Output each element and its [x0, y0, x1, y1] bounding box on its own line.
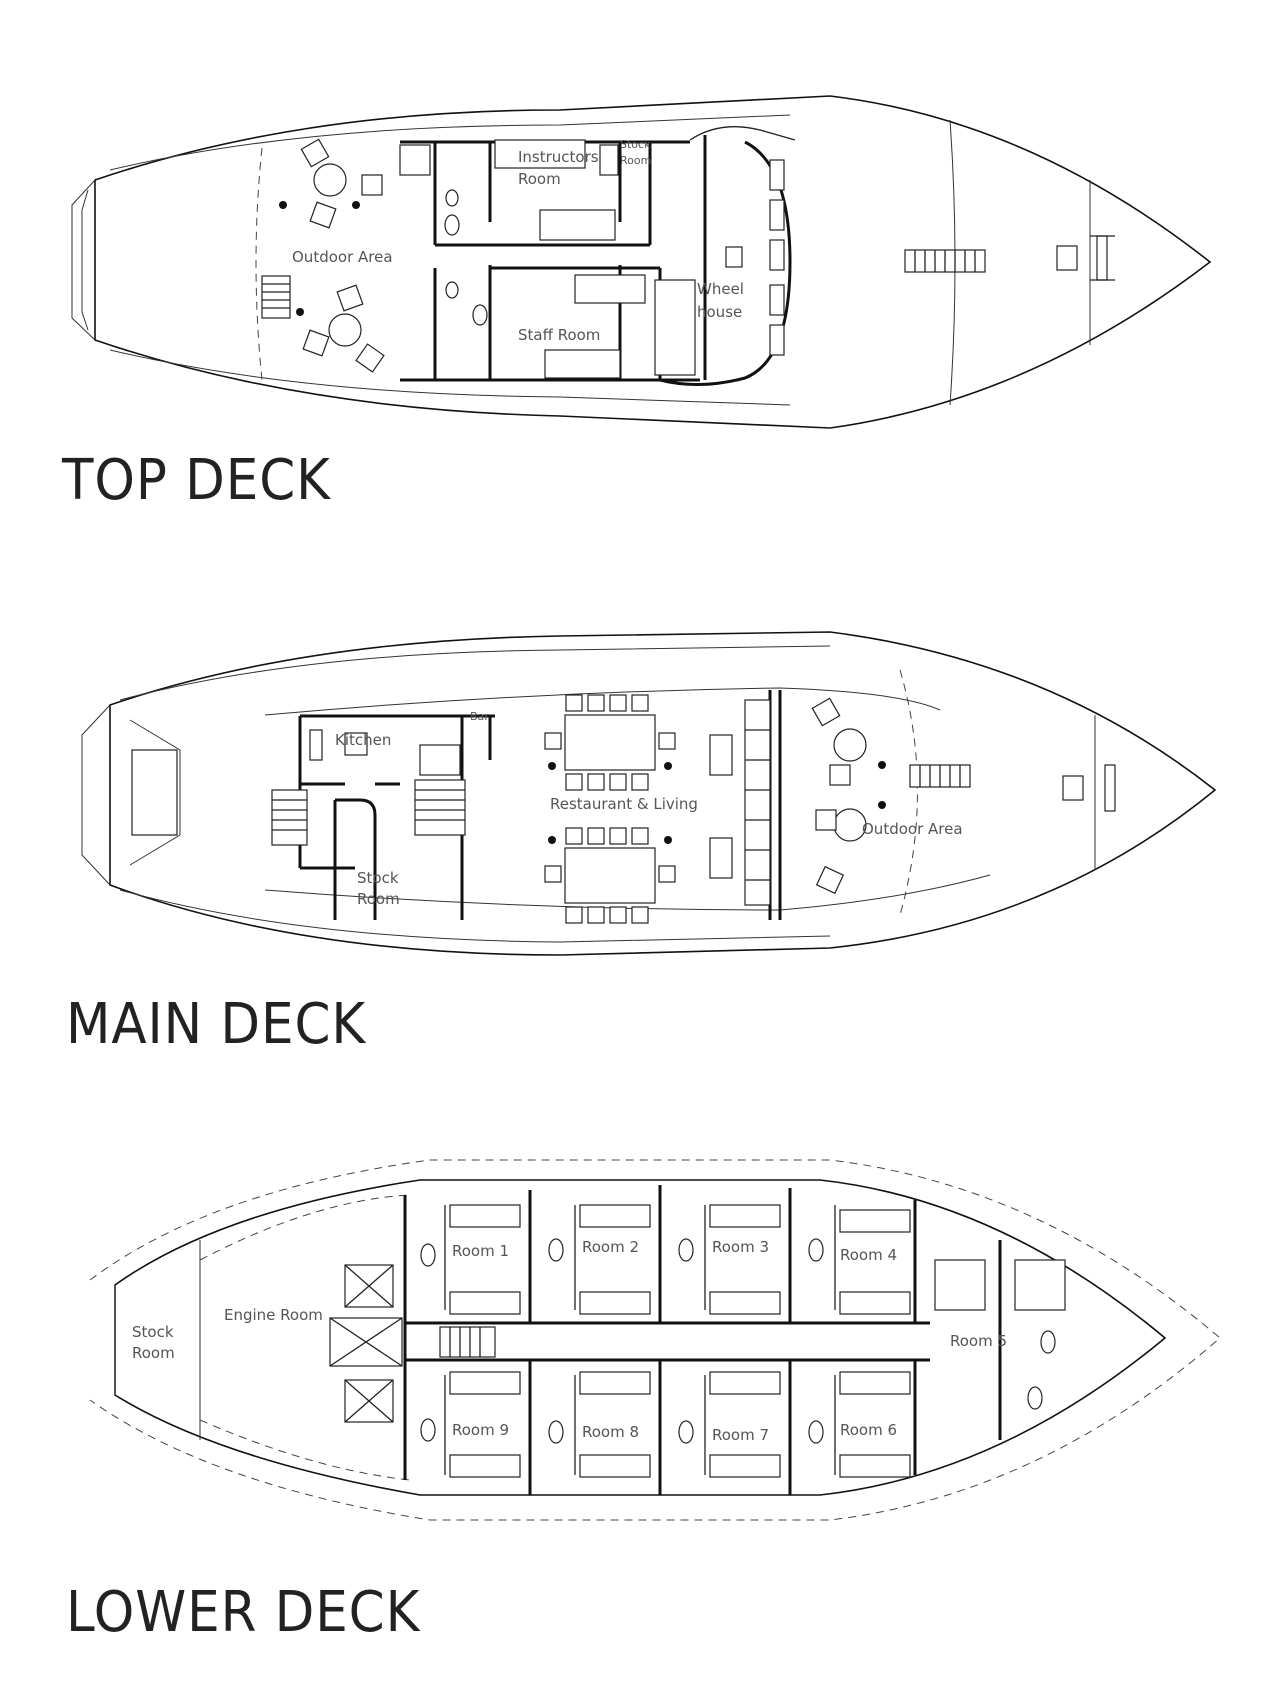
- top-outdoor-area-label: Outdoor Area: [292, 248, 393, 266]
- top-wheel-house-label-1: Wheel: [697, 280, 744, 298]
- main-outdoor-area-label: Outdoor Area: [862, 820, 963, 838]
- main-deck-plan: Kitchen Bar Restaurant & Living Stock Ro…: [81, 631, 1217, 956]
- main-bar-label: Bar: [470, 710, 489, 723]
- main-stock-room-label-2: Room: [357, 890, 400, 908]
- top-instructors-room-label-1: Instructors: [518, 148, 599, 166]
- lower-room-5-label: Room 5: [950, 1332, 1007, 1350]
- top-instructors-room-label-2: Room: [518, 170, 561, 188]
- top-staff-room-label: Staff Room: [518, 326, 600, 344]
- lower-stock-room-label-2: Room: [132, 1344, 175, 1362]
- main-stock-room-label-1: Stock: [357, 869, 399, 887]
- top-deck-hull: [94, 95, 1212, 429]
- lower-stock-room-label-1: Stock: [132, 1323, 174, 1341]
- lower-room-9-label: Room 9: [452, 1421, 509, 1439]
- lower-room-4-label: Room 4: [840, 1246, 897, 1264]
- lower-room-1-label: Room 1: [452, 1242, 509, 1260]
- main-deck-title: MAIN DECK: [66, 992, 367, 1057]
- lower-room-3-label: Room 3: [712, 1238, 769, 1256]
- lower-room-2-label: Room 2: [582, 1238, 639, 1256]
- lower-engine-room-label: Engine Room: [224, 1306, 323, 1324]
- lower-room-6-label: Room 6: [840, 1421, 897, 1439]
- main-kitchen-label: Kitchen: [335, 731, 391, 749]
- top-deck-plan: Outdoor Area Instructors Room Stock Room…: [71, 95, 1212, 429]
- lower-room-8-label: Room 8: [582, 1423, 639, 1441]
- lower-deck-hull: [114, 1179, 1167, 1496]
- top-wheel-house-label-2: house: [697, 303, 742, 321]
- top-deck-title: TOP DECK: [62, 448, 331, 513]
- main-restaurant-label: Restaurant & Living: [550, 795, 698, 813]
- top-stock-room-label-2: Room: [620, 154, 651, 167]
- main-deck-hull: [109, 631, 1217, 956]
- lower-room-7-label: Room 7: [712, 1426, 769, 1444]
- lower-deck-title: LOWER DECK: [66, 1580, 421, 1645]
- top-stock-room-label-1: Stock: [620, 138, 651, 151]
- lower-deck-plan: Stock Room Engine Room Room 1 Room 2 Roo…: [89, 1159, 1221, 1521]
